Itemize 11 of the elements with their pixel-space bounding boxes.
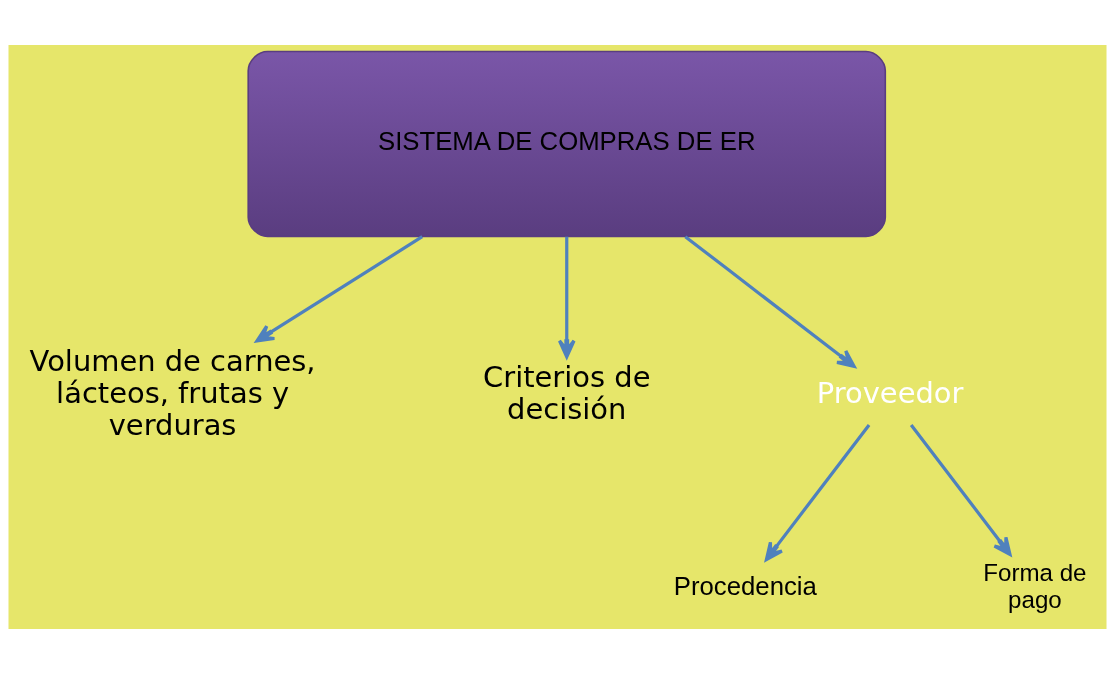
node-text: Criterios de decisión — [483, 359, 651, 426]
arrow — [909, 423, 1012, 556]
node-text: Procedencia — [673, 571, 817, 600]
node-box: SISTEMA DE COMPRAS DE ER — [247, 50, 887, 237]
arrow — [764, 423, 871, 561]
node-text: Volumen de carnes, lácteos, frutas y verduras — [29, 343, 316, 442]
arrow — [684, 234, 856, 368]
arrow — [557, 236, 576, 358]
node-text: Forma de pago — [983, 558, 1087, 613]
arrow — [255, 234, 424, 343]
node-text: Proveedor — [816, 375, 964, 410]
